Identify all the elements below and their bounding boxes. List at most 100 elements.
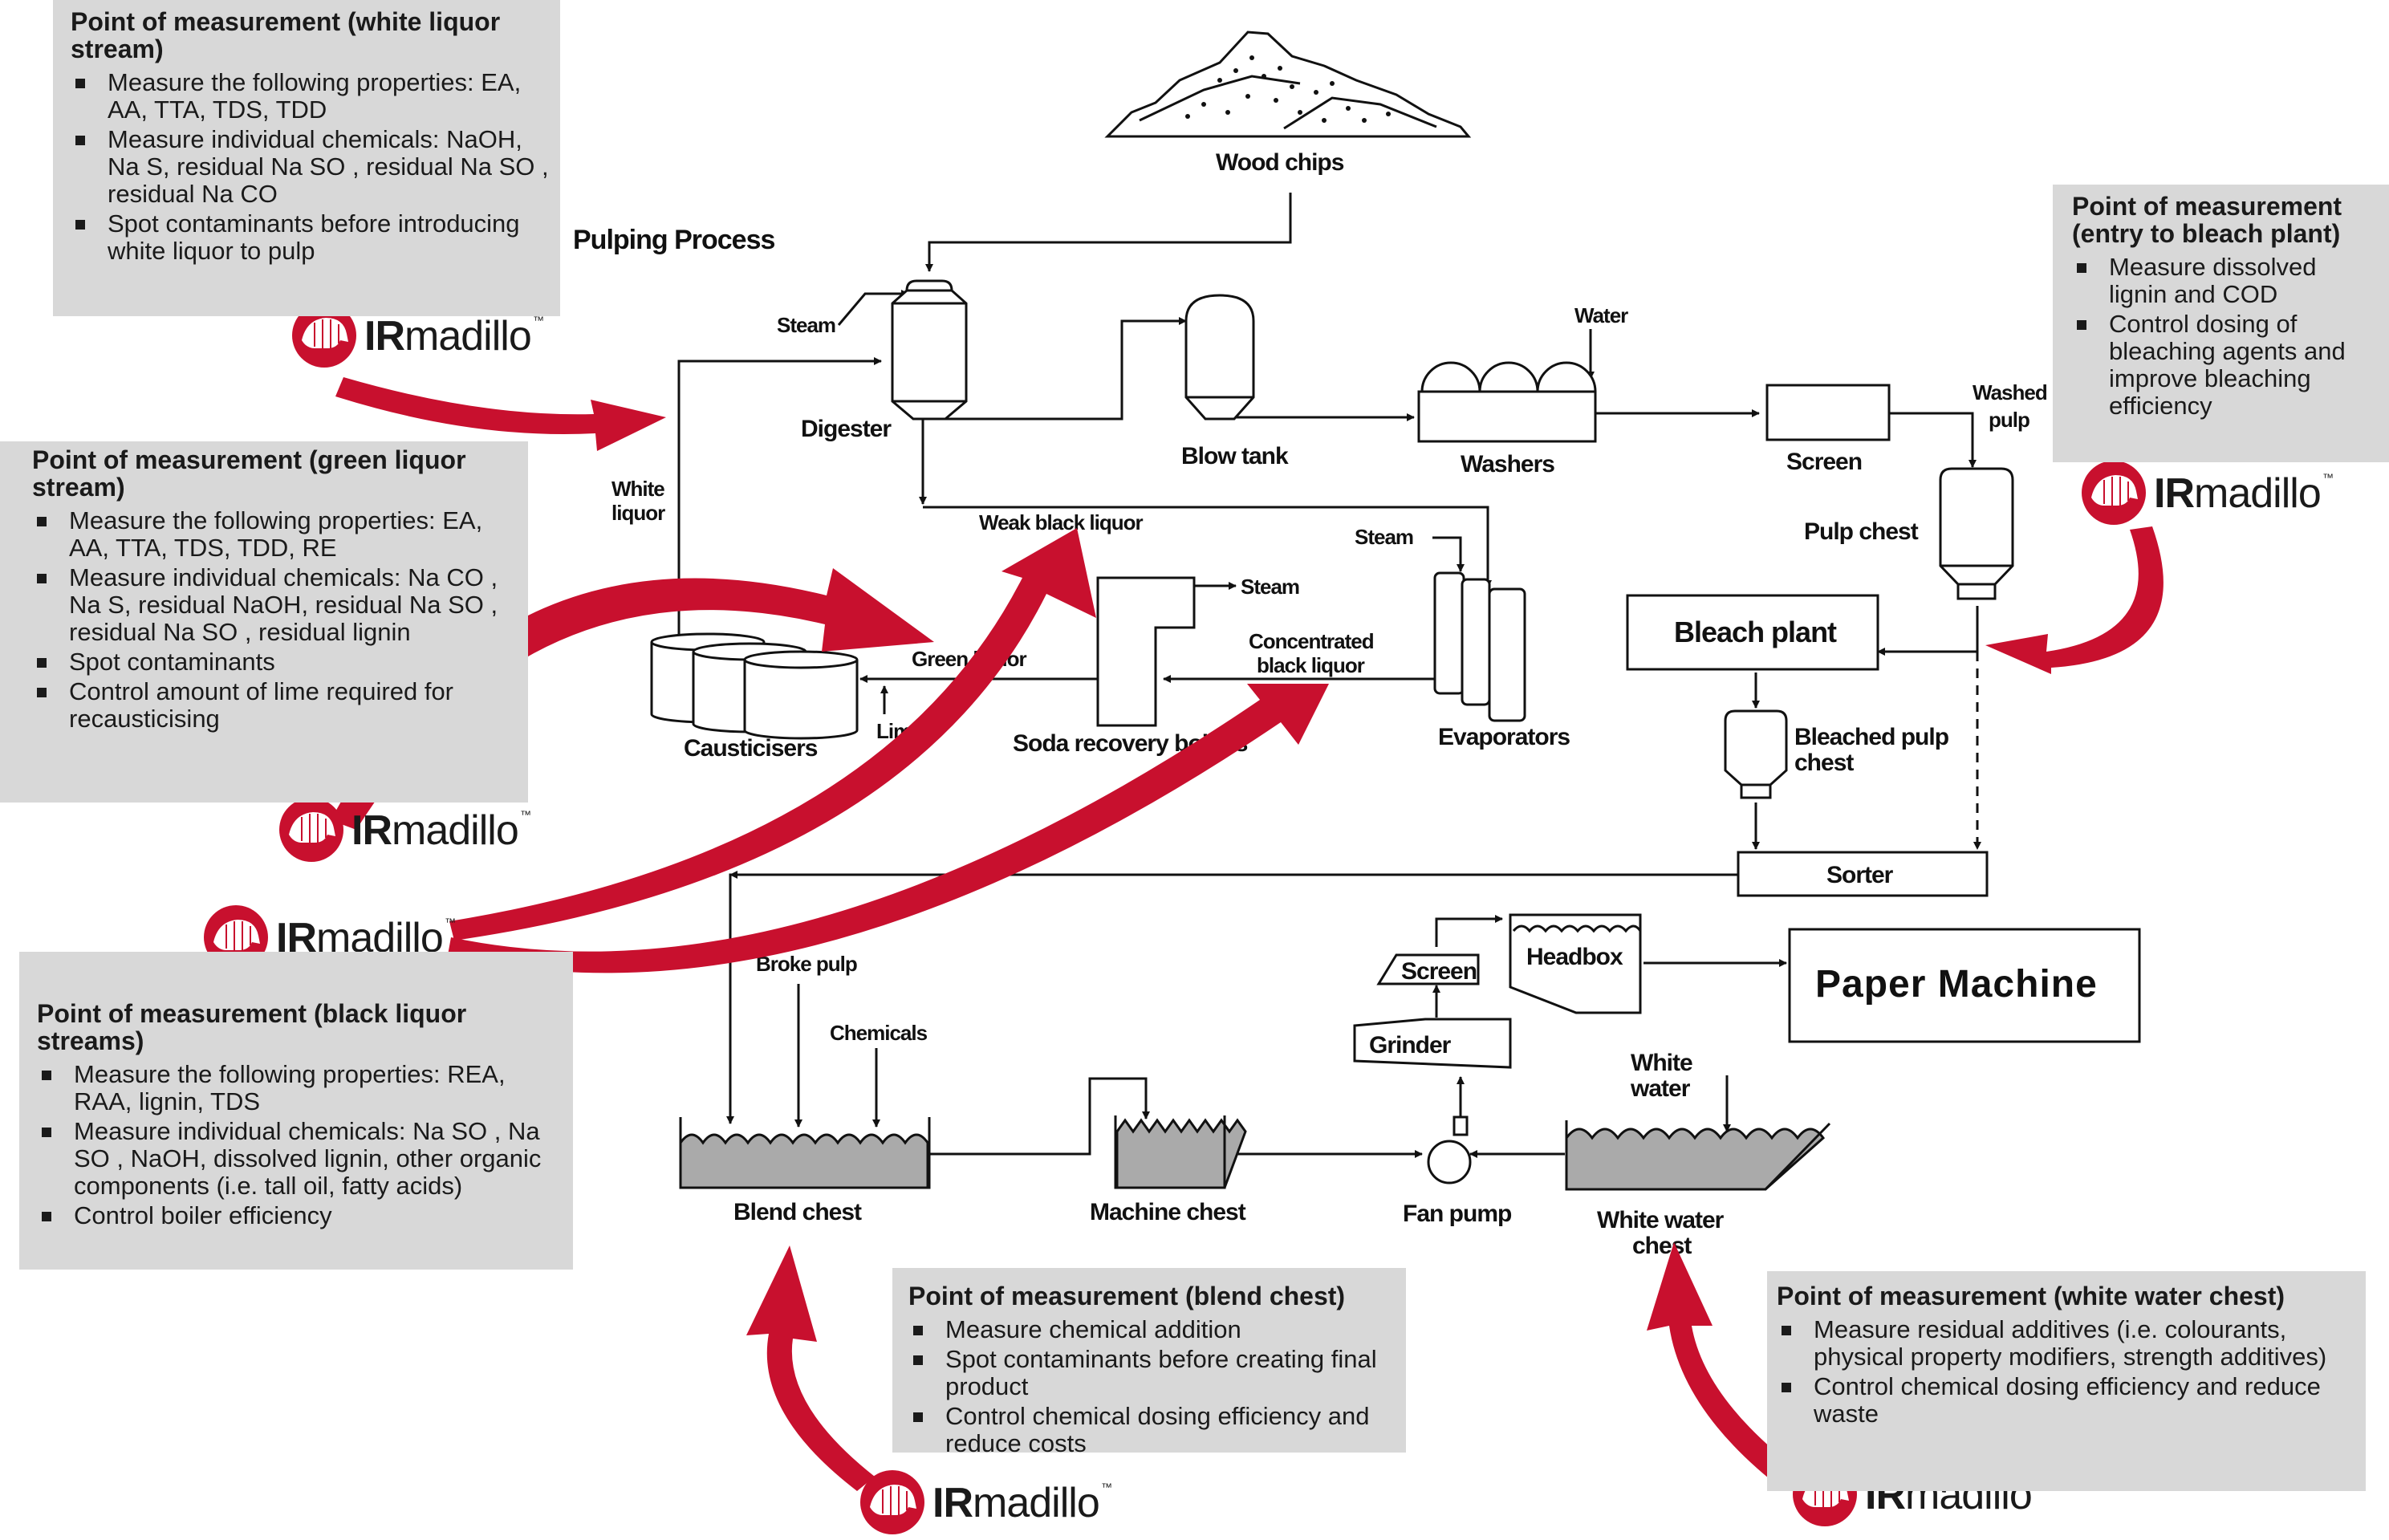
- sorter-box: [1737, 851, 1989, 897]
- washers-unit: [1417, 361, 1597, 443]
- svg-text:IRmadillo: IRmadillo: [351, 807, 518, 854]
- label-digester: Digester: [801, 416, 892, 442]
- irmadillo-logo-2: IRmadillo ™: [279, 798, 531, 862]
- label-screen: Screen: [1786, 449, 1862, 475]
- armadillo-icon: [2091, 475, 2138, 506]
- blend-chest-tank: [679, 1117, 931, 1189]
- label-fan-pump: Fan pump: [1403, 1201, 1512, 1227]
- callout-item: Spot contaminants before creating final …: [908, 1346, 1395, 1400]
- label-washed-pulp-1: Washed: [1973, 380, 2047, 404]
- paper-machine-box: [1788, 928, 2141, 1043]
- label-conc-black-1: Concentrated: [1249, 629, 1374, 653]
- label-screen2: Screen: [1401, 958, 1477, 985]
- pulping-process-title: Pulping Process: [573, 225, 774, 255]
- grinder-unit: [1353, 1018, 1512, 1069]
- callout-white-water: Point of measurement (white water chest)…: [1767, 1271, 2366, 1491]
- flow-steam-digester: [837, 290, 909, 326]
- label-white-liquor-2: liquor: [611, 501, 665, 525]
- armadillo-icon: [289, 812, 335, 843]
- flow-pulpchest-bleach: [1877, 606, 1979, 656]
- callout-item: Spot contaminants before introducing whi…: [71, 210, 549, 265]
- armadillo-icon: [870, 1485, 916, 1515]
- flow-screen-pulpchest: [1889, 412, 1977, 468]
- callout-item: Measure individual chemicals: Na SO , Na…: [37, 1118, 562, 1200]
- label-evaporators: Evaporators: [1438, 724, 1570, 750]
- callout-item: Measure chemical addition: [908, 1316, 1395, 1343]
- svg-text:IRmadillo: IRmadillo: [2154, 470, 2321, 517]
- callout-blend-chest: Point of measurement (blend chest) Measu…: [892, 1268, 1406, 1457]
- label-broke-pulp: Broke pulp: [756, 952, 857, 976]
- callout-item: Measure the following properties: EA, AA…: [32, 507, 517, 562]
- svg-text:™: ™: [520, 808, 531, 821]
- label-pulp-chest: Pulp chest: [1804, 518, 1919, 545]
- label-conc-black-2: black liquor: [1257, 653, 1365, 677]
- callout-green-liquor: Point of measurement (green liquor strea…: [0, 441, 528, 803]
- callout-title: Point of measurement (black liquor strea…: [37, 999, 467, 1055]
- label-washed-pulp-2: pulp: [1989, 408, 2029, 432]
- bleached-pulp-chest-vessel: [1724, 709, 1788, 799]
- screen-unit: [1765, 384, 1891, 441]
- label-weak-black-liquor: Weak black liquor: [979, 510, 1143, 534]
- callout-title: Point of measurement (blend chest): [908, 1282, 1346, 1310]
- flow-steam-evap: [1432, 536, 1465, 572]
- callout-title: Point of measurement (white liquor strea…: [71, 7, 501, 63]
- label-grinder: Grinder: [1369, 1032, 1452, 1058]
- flow-woodchips-digester: [925, 193, 1292, 272]
- flow-white-liquor: [677, 357, 882, 646]
- fan-pump-icon: [1427, 1115, 1472, 1184]
- digester-vessel: [891, 279, 968, 421]
- callout-title: Point of measurement (white water chest): [1777, 1282, 2285, 1310]
- callout-item: Measure the following properties: REA, R…: [37, 1061, 562, 1115]
- label-bleached-2: chest: [1794, 750, 1854, 776]
- label-causticisers: Causticisers: [684, 735, 818, 762]
- label-bleach-plant: Bleach plant: [1674, 616, 1837, 648]
- causticisers-tanks: [650, 632, 859, 740]
- label-white-water-1: White: [1631, 1050, 1692, 1076]
- callout-white-liquor: Point of measurement (white liquor strea…: [53, 0, 560, 316]
- irmadillo-logo-5: IRmadillo ™: [860, 1470, 1112, 1534]
- callout-item: Measure the following properties: EA, AA…: [71, 69, 549, 124]
- headbox-unit: [1509, 913, 1642, 1014]
- label-blend-chest: Blend chest: [733, 1199, 862, 1225]
- callout-title: Point of measurement (green liquor strea…: [32, 445, 466, 502]
- blow-tank-vessel: [1184, 294, 1255, 421]
- pulp-chest-vessel: [1939, 467, 2014, 600]
- callout-item: Control chemical dosing efficiency and r…: [1777, 1373, 2354, 1428]
- wood-chips-pile-icon: [1104, 30, 1472, 138]
- callout-item: Control dosing of bleaching agents and i…: [2072, 311, 2378, 420]
- irmadillo-logo-4: IRmadillo ™: [2082, 461, 2334, 525]
- label-wood-chips: Wood chips: [1216, 149, 1344, 176]
- callout-item: Measure individual chemicals: Na CO , Na…: [32, 564, 517, 646]
- svg-text:™: ™: [533, 314, 544, 327]
- bleach-plant-box: [1626, 594, 1879, 671]
- callout-item: Control chemical dosing efficiency and r…: [908, 1403, 1395, 1457]
- armadillo-icon: [213, 920, 260, 950]
- label-bleached-1: Bleached pulp: [1794, 724, 1949, 750]
- screen2-unit: [1376, 953, 1480, 985]
- label-water: Water: [1574, 303, 1628, 327]
- callout-black-liquor: Point of measurement (black liquor strea…: [19, 952, 573, 1270]
- label-machine-chest: Machine chest: [1090, 1199, 1246, 1225]
- label-ww-chest-1: White water: [1597, 1207, 1725, 1233]
- label-ww-chest-2: chest: [1632, 1233, 1692, 1259]
- label-steam-boiler: Steam: [1241, 575, 1299, 599]
- armadillo-icon: [302, 318, 348, 348]
- soda-recovery-boiler: [1096, 576, 1196, 727]
- label-steam-digester: Steam: [777, 313, 835, 337]
- svg-text:IRmadillo: IRmadillo: [364, 313, 531, 360]
- callout-item: Measure residual additives (i.e. coloura…: [1777, 1316, 2354, 1371]
- flow-digester-blowtank: [929, 317, 1187, 421]
- callout-item: Spot contaminants: [32, 648, 517, 676]
- white-water-chest-tank: [1565, 1120, 1831, 1191]
- label-chemicals: Chemicals: [830, 1021, 928, 1045]
- callout-item: Control amount of lime required for reca…: [32, 678, 517, 733]
- label-blow-tank: Blow tank: [1181, 443, 1289, 469]
- svg-text:™: ™: [1101, 1481, 1112, 1493]
- callout-bleach-plant: Point of measurement (entry to bleach pl…: [2053, 185, 2389, 462]
- svg-text:IRmadillo: IRmadillo: [932, 1480, 1099, 1526]
- callout-title: Point of measurement (entry to bleach pl…: [2072, 192, 2342, 248]
- callout-item: Measure individual chemicals: NaOH, Na S…: [71, 126, 549, 208]
- label-steam-evap: Steam: [1355, 525, 1413, 549]
- label-headbox: Headbox: [1526, 944, 1623, 970]
